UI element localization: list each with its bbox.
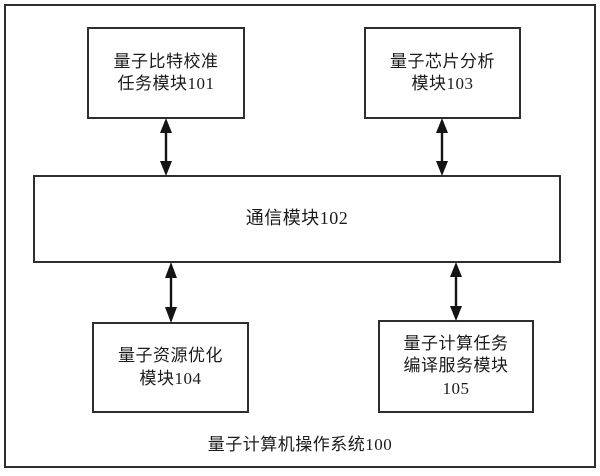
connector-102-105-double-arrow-icon [445,262,467,321]
module-box-102[interactable]: 通信模块102 [33,175,561,263]
module-box-102-label: 通信模块102 [245,208,349,229]
module-box-105[interactable]: 量子计算任务 编译服务模块 105 [378,320,534,413]
module-box-104-label: 量子资源优化 模块104 [118,346,223,388]
module-box-103[interactable]: 量子芯片分析 模块103 [364,27,521,119]
module-box-101-label: 量子比特校准 任务模块101 [113,51,219,93]
connector-102-104-double-arrow-icon [160,262,182,323]
connector-101-102-double-arrow-icon [155,118,177,176]
module-box-105-label: 量子计算任务 编译服务模块 105 [403,334,509,398]
system-caption: 量子计算机操作系统100 [207,435,393,454]
module-box-103-label: 量子芯片分析 模块103 [390,51,495,93]
module-box-104[interactable]: 量子资源优化 模块104 [92,322,249,413]
module-box-101[interactable]: 量子比特校准 任务模块101 [87,27,245,119]
connector-103-102-double-arrow-icon [431,118,453,176]
